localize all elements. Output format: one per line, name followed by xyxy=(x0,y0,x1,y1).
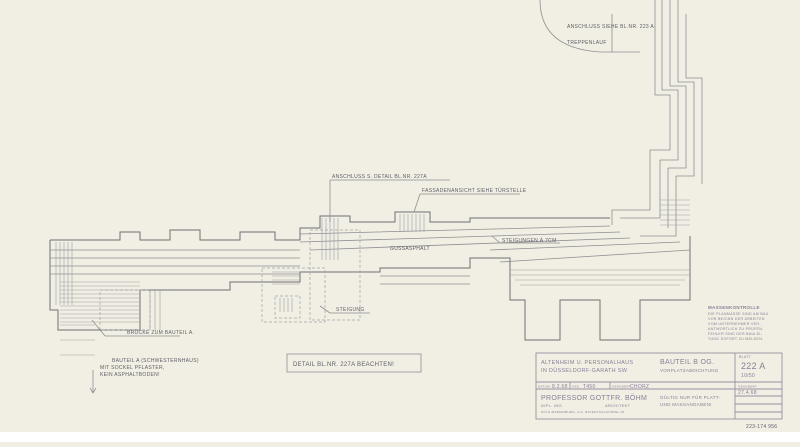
note-facade-view: FASSADENANSICHT SIEHE TÜRSTELLE xyxy=(422,187,527,194)
note-bridge: BRÜCKE ZUM BAUTEIL A. xyxy=(127,329,194,336)
note-top-stair: TREPPENLAUF xyxy=(567,40,607,46)
mass-control-line: DIE PLANMASSE SIND AM BAU xyxy=(708,312,769,316)
mass-control-line: FEHLER SIND DER BAULEI- xyxy=(708,332,763,336)
architect-address: KÖLN-MARIENBURG, A.D. BAYENTHALGÜRTEL 25 xyxy=(541,410,624,414)
date: 8.2.68 xyxy=(552,384,568,390)
revision-date: 27.4.68 xyxy=(738,390,757,396)
project-location: IN DÜSSELDORF-GARATH SW xyxy=(541,367,628,374)
walkway-plan xyxy=(49,199,691,356)
architect-name: PROFESSOR GOTTFR. BÖHM xyxy=(541,394,647,402)
title-block: ALTENHEIM U. PERSONALHAUS IN DÜSSELDORF-… xyxy=(535,352,783,420)
architect-role: ARCHITEKT xyxy=(605,403,631,408)
mass-control-line: TUNG SOFORT ZU MELDEN. xyxy=(708,337,763,341)
building-part: BAUTEIL B OG. xyxy=(660,359,714,366)
note-building-a: BAUTEIL A (SCHWESTERNHAUS) xyxy=(112,358,199,364)
project-title: ALTENHEIM U. PERSONALHAUS xyxy=(541,360,633,366)
sheet-number: 222 A xyxy=(741,361,766,371)
mass-control-line: VOM UNTERNEHMER VER- xyxy=(708,322,761,326)
note-building-a-no-asphalt: KEIN ASPHALTBODEN! xyxy=(100,372,160,378)
sheet-edge xyxy=(0,432,800,442)
validity-note-2: UND MASSANGABEN! xyxy=(660,402,712,407)
sheet-label: BLATT xyxy=(739,355,752,359)
detail-note-box xyxy=(286,353,422,373)
archive-number: 223-174 956 xyxy=(746,424,777,430)
scale: 10/50 xyxy=(741,373,755,379)
date-label: DATUM xyxy=(538,385,550,389)
note-steps: STEIGUNGEN À 7CM xyxy=(502,237,557,244)
note-step: STEIGUNG xyxy=(336,307,365,313)
mass-control-title: MASSENKONTROLLE xyxy=(708,305,760,310)
architect-degree: DIPL. ING. xyxy=(541,403,563,408)
upper-right-outline xyxy=(539,0,703,237)
mass-control-line: ANTWORTLICH ZU PRÜFEN. xyxy=(708,327,763,331)
note-detail-connection: ANSCHLUSS S. DETAIL BL.NR. 227A xyxy=(332,174,427,180)
validity-note: GÜLTIG NUR FÜR PLATT- xyxy=(660,394,721,400)
leader-lines xyxy=(89,179,560,394)
note-asphalt: GUSSASPHALT xyxy=(390,246,430,252)
revision-label: GEÄNDERT xyxy=(738,385,757,389)
changed-by: CHORZ xyxy=(630,384,649,390)
note-building-a-pavement: MIT SOCKEL PFLASTER, xyxy=(100,365,165,371)
mass-control-line: VOR BEGINN DER ARBEITEN xyxy=(708,317,765,321)
note-top-connection: ANSCHLUSS SIEHE BL.NR. 223 A xyxy=(567,24,654,30)
note-detail-box: DETAIL BL.NR. 227A BEACHTEN! xyxy=(293,362,394,368)
drawn-by: T450 xyxy=(583,384,596,390)
changed-label: GEÄNDERT xyxy=(612,385,631,389)
drawing-subject: VORPLATZABDICHTUNG xyxy=(660,368,719,373)
mass-control-stamp: MASSENKONTROLLE DIE PLANMASSE SIND AM BA… xyxy=(708,305,769,341)
drawn-label: GEZ. xyxy=(572,385,580,389)
